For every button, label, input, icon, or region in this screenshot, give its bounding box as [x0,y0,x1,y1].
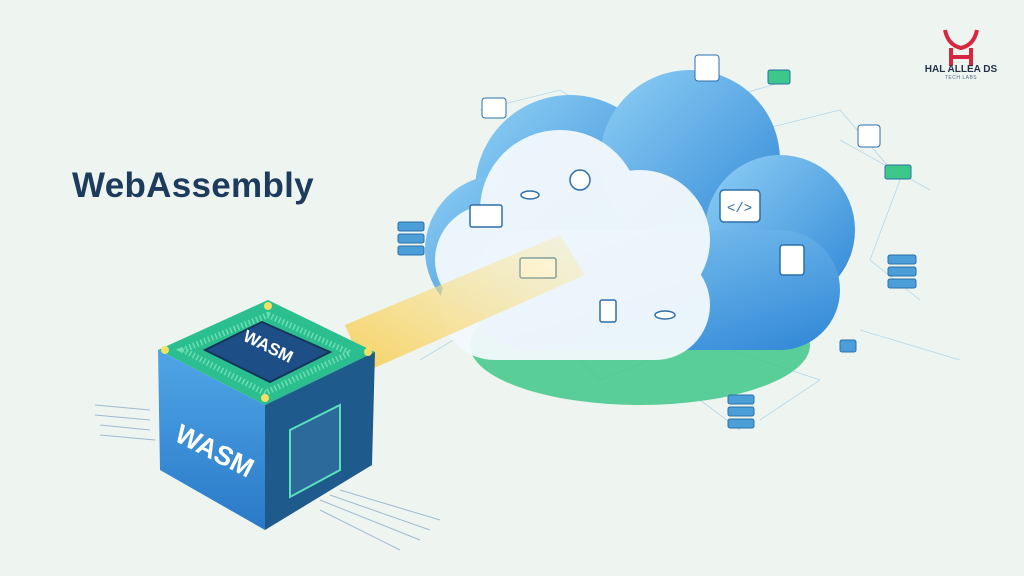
database-icon [520,190,540,200]
page-title: WebAssembly [72,166,314,205]
server-stack-icons [397,54,917,429]
database-icon [779,244,805,276]
wasm-cube: WASM WASM [158,300,375,530]
cloud: </> [425,70,855,405]
circuit-traces [94,404,441,551]
logo-mark [943,29,979,66]
globe-icon [569,169,591,191]
data-beam [345,235,585,372]
brand-logo: HAL ALLEA DS TECH LABS [916,26,1006,81]
server-icon [599,299,617,323]
database-icon [654,310,676,320]
browser-icon [469,204,503,228]
logo-subtitle: TECH LABS [944,75,978,81]
code-icon [719,189,761,223]
svg-text:</>: </> [727,201,752,217]
logo-name: HAL ALLEA DS [924,64,998,75]
